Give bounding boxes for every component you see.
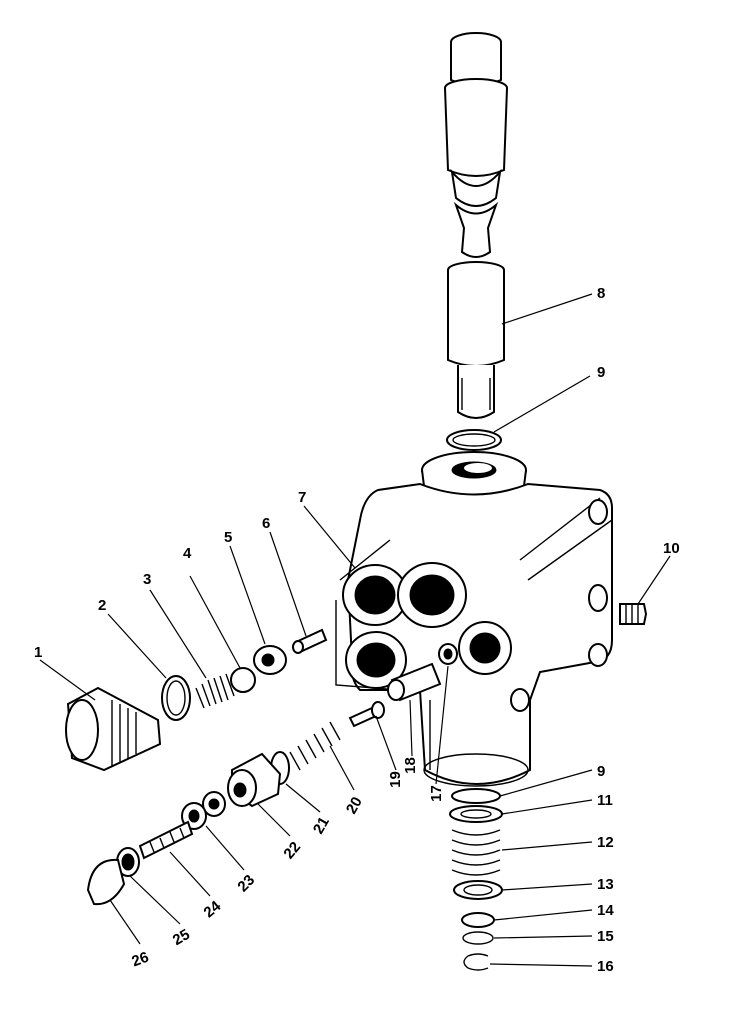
- callout-10: 10: [663, 540, 680, 557]
- callout-13: 13: [597, 876, 614, 893]
- spring-part-3: [195, 673, 235, 709]
- callout-11: 11: [597, 792, 613, 809]
- washer-part-11: [449, 805, 503, 823]
- plug-part-1: [65, 686, 162, 772]
- washer-part-14: [461, 912, 495, 928]
- callout-1: 1: [34, 644, 43, 661]
- spring-part-12: [451, 829, 501, 876]
- cap-nut-part-26: [86, 858, 126, 906]
- callout-15: 15: [597, 928, 614, 945]
- callout-7: 7: [298, 489, 307, 506]
- callout-6: 6: [262, 515, 271, 532]
- callout-9-top: 9: [597, 364, 606, 381]
- callout-5: 5: [224, 529, 233, 546]
- screw-part-24: [138, 820, 194, 860]
- callout-3: 3: [143, 571, 152, 588]
- snap-ring-part-16: [463, 953, 489, 971]
- callout-16: 16: [597, 958, 614, 975]
- port-upper-right: [397, 562, 467, 628]
- callout-4: 4: [183, 545, 192, 562]
- callout-12: 12: [597, 834, 614, 851]
- callout-19: 19: [386, 771, 404, 788]
- callout-2: 2: [98, 597, 107, 614]
- o-ring-part-9-top: [446, 429, 502, 451]
- ring-part-15: [462, 931, 494, 945]
- callout-17: 17: [427, 785, 445, 802]
- adjuster-part-22: [227, 752, 282, 808]
- seat-part-5: [253, 645, 287, 675]
- plug-part-10: [619, 603, 648, 625]
- piston-part-17: [438, 643, 458, 665]
- callout-8: 8: [597, 285, 606, 302]
- callout-9-bottom: 9: [597, 763, 606, 780]
- ball-part-4: [230, 667, 256, 693]
- port-lower-right: [458, 621, 512, 675]
- leader-lines: [39, 293, 671, 967]
- pin-part-6: [292, 628, 328, 654]
- callout-14: 14: [597, 902, 614, 919]
- callout-18: 18: [401, 757, 419, 774]
- o-ring-part-9-bottom: [451, 788, 501, 804]
- spool-part-8: [444, 32, 508, 419]
- sleeve-part-18: [387, 662, 442, 702]
- valve-body-part-7: [335, 451, 613, 787]
- retainer-part-13: [453, 880, 503, 900]
- spring-part-20: [289, 721, 341, 771]
- washer-part-25: [116, 847, 140, 877]
- o-ring-part-2: [161, 675, 191, 721]
